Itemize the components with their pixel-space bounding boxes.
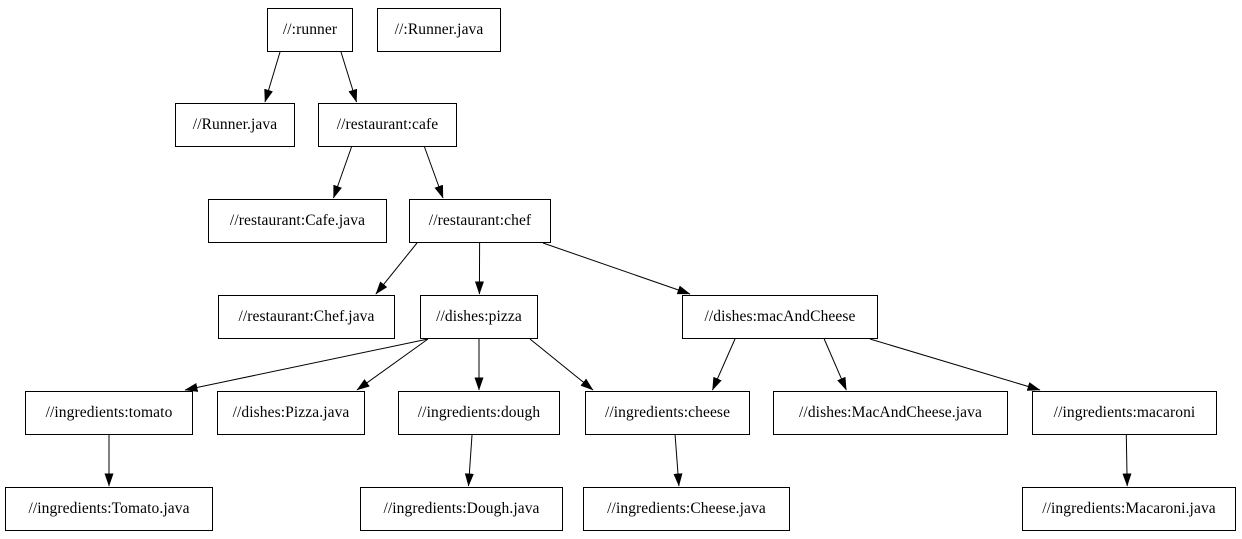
- edge-chef-to-chef_java: [375, 242, 418, 295]
- edge-pizza-to-pizza_java: [356, 338, 429, 391]
- node-chef: //restaurant:chef: [409, 199, 551, 243]
- node-runner: //:runner: [267, 8, 353, 52]
- edge-macaroni-to-macaroni_java: [1122, 434, 1132, 487]
- node-runner_java_top: //:Runner.java: [377, 8, 501, 52]
- edge-mac-to-macaroni: [869, 338, 1041, 391]
- node-pizza_java: //dishes:Pizza.java: [217, 391, 365, 435]
- edge-mac-to-cheese: [712, 338, 736, 391]
- node-dough: //ingredients:dough: [398, 391, 560, 435]
- node-macaroni_java: //ingredients:Macaroni.java: [1022, 487, 1236, 531]
- node-pizza: //dishes:pizza: [420, 295, 538, 339]
- node-chef_java: //restaurant:Chef.java: [218, 295, 395, 339]
- edge-pizza-to-cheese: [529, 338, 594, 391]
- edge-pizza-to-tomato: [184, 338, 429, 392]
- edge-chef-to-mac: [542, 242, 691, 295]
- node-cheese: //ingredients:cheese: [585, 391, 750, 435]
- edge-cafe-to-chef: [424, 146, 444, 199]
- edge-runner-to-cafe: [340, 51, 358, 103]
- node-cafe: //restaurant:cafe: [318, 103, 457, 147]
- edges-group: [104, 51, 1132, 487]
- node-cafe_java: //restaurant:Cafe.java: [208, 199, 387, 243]
- edge-runner-to-runner_java: [264, 51, 281, 103]
- node-mac_java: //dishes:MacAndCheese.java: [773, 391, 1008, 435]
- edge-dough-to-dough_java: [464, 434, 474, 487]
- node-cheese_java: //ingredients:Cheese.java: [583, 487, 790, 531]
- edge-mac-to-mac_java: [823, 338, 847, 391]
- edge-cheese-to-cheese_java: [673, 434, 683, 487]
- node-macaroni: //ingredients:macaroni: [1032, 391, 1217, 435]
- node-runner_java: //Runner.java: [175, 103, 295, 147]
- node-tomato: //ingredients:tomato: [25, 391, 193, 435]
- edge-cafe-to-cafe_java: [333, 146, 352, 199]
- node-dough_java: //ingredients:Dough.java: [360, 487, 563, 531]
- node-tomato_java: //ingredients:Tomato.java: [5, 487, 213, 531]
- node-mac: //dishes:macAndCheese: [682, 295, 878, 339]
